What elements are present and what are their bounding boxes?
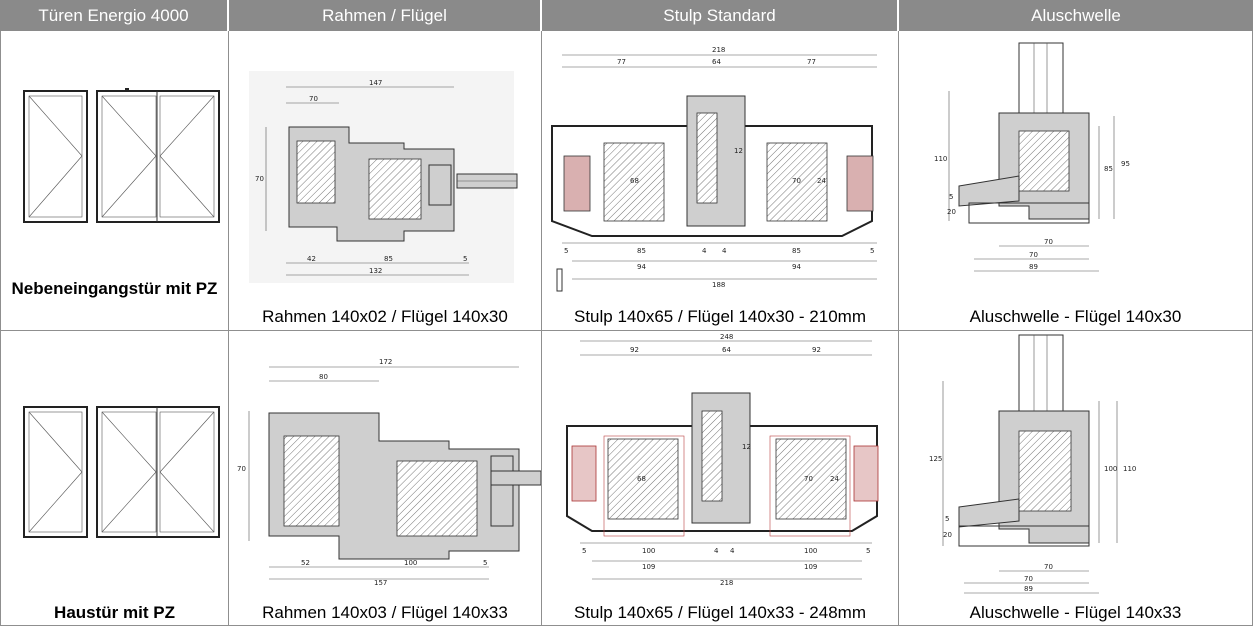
row1-threshold-cell: 110 85 95 5 20 70 70 89 Aluschwelle - Fl… (899, 31, 1253, 331)
stulp-section-drawing: 218 77 64 77 68 70 24 12 5 85 4 4 85 5 (551, 46, 877, 292)
stulp-caption: Stulp 140x65 / Flügel 140x30 - 210mm (573, 307, 866, 326)
svg-text:70: 70 (804, 475, 813, 483)
svg-text:5: 5 (463, 255, 467, 263)
svg-text:20: 20 (947, 208, 956, 216)
frame-caption: Rahmen 140x03 / Flügel 140x33 (262, 603, 508, 622)
svg-text:4: 4 (730, 547, 735, 555)
svg-text:94: 94 (792, 263, 801, 271)
header-stulp: Stulp Standard (542, 0, 899, 31)
door-label-main-entrance: Haustür mit PZ (54, 603, 175, 622)
svg-text:52: 52 (301, 559, 310, 567)
svg-text:89: 89 (1029, 263, 1038, 271)
svg-text:4: 4 (722, 247, 727, 255)
svg-text:70: 70 (1044, 238, 1053, 246)
svg-text:85: 85 (792, 247, 801, 255)
aluminium-threshold-drawing: 125 100 110 5 20 70 70 89 (929, 334, 1136, 594)
svg-text:92: 92 (630, 346, 639, 354)
svg-text:5: 5 (866, 547, 870, 555)
header-threshold: Aluschwelle (899, 0, 1253, 31)
door-elevation-single-double (23, 406, 220, 538)
svg-text:80: 80 (319, 373, 328, 381)
svg-text:85: 85 (637, 247, 646, 255)
frame-caption: Rahmen 140x02 / Flügel 140x30 (262, 307, 508, 326)
dim-total: 147 (369, 79, 382, 87)
aluminium-threshold-drawing: 110 85 95 5 20 70 70 89 (934, 42, 1130, 272)
frame-sash-section-drawing: 147 70 70 42 85 5 132 (249, 71, 518, 283)
door-label-side-entrance: Nebeneingangstür mit PZ (11, 279, 218, 298)
svg-text:4: 4 (702, 247, 707, 255)
row2-door-cell: Haustür mit PZ (0, 331, 229, 626)
svg-text:92: 92 (812, 346, 821, 354)
svg-text:5: 5 (945, 515, 949, 523)
svg-text:157: 157 (374, 579, 387, 587)
svg-text:64: 64 (722, 346, 731, 354)
row2-threshold-cell: 125 100 110 5 20 70 70 89 Aluschwelle - … (899, 331, 1253, 626)
header-doors: Türen Energio 4000 (0, 0, 229, 31)
svg-text:5: 5 (483, 559, 487, 567)
svg-text:100: 100 (804, 547, 817, 555)
svg-text:172: 172 (379, 358, 392, 366)
row1-stulp-cell: 218 77 64 77 68 70 24 12 5 85 4 4 85 5 (542, 31, 899, 331)
svg-text:24: 24 (830, 475, 839, 483)
svg-text:89: 89 (1024, 585, 1033, 593)
row1-door-cell: Nebeneingangstür mit PZ (0, 31, 229, 331)
svg-text:24: 24 (817, 177, 826, 185)
svg-text:85: 85 (1104, 165, 1113, 173)
svg-text:12: 12 (742, 443, 751, 451)
svg-text:5: 5 (564, 247, 568, 255)
svg-text:68: 68 (637, 475, 646, 483)
svg-text:77: 77 (807, 58, 816, 66)
svg-text:125: 125 (929, 455, 942, 463)
svg-text:70: 70 (1044, 563, 1053, 571)
svg-text:218: 218 (712, 46, 725, 54)
svg-text:12: 12 (734, 147, 743, 155)
svg-text:109: 109 (642, 563, 655, 571)
row1-frame-cell: 147 70 70 42 85 5 132 Rahmen 140x02 / Fl… (229, 31, 542, 331)
svg-text:42: 42 (307, 255, 316, 263)
svg-text:70: 70 (237, 465, 246, 473)
threshold-caption: Aluschwelle - Flügel 140x30 (969, 307, 1182, 326)
svg-text:218: 218 (720, 579, 733, 587)
svg-text:94: 94 (637, 263, 646, 271)
svg-text:109: 109 (804, 563, 817, 571)
svg-text:70: 70 (792, 177, 801, 185)
svg-text:110: 110 (934, 155, 947, 163)
svg-text:95: 95 (1121, 160, 1130, 168)
svg-text:5: 5 (582, 547, 586, 555)
header-frame: Rahmen / Flügel (229, 0, 542, 31)
svg-text:100: 100 (642, 547, 655, 555)
svg-text:248: 248 (720, 333, 733, 341)
svg-text:70: 70 (1029, 251, 1038, 259)
row2-stulp-cell: 248 92 64 92 68 70 24 12 5 100 4 4 100 5 (542, 331, 899, 626)
svg-text:64: 64 (712, 58, 721, 66)
svg-text:85: 85 (384, 255, 393, 263)
svg-text:5: 5 (949, 193, 953, 201)
svg-text:70: 70 (1024, 575, 1033, 583)
stulp-caption: Stulp 140x65 / Flügel 140x33 - 248mm (573, 603, 866, 622)
svg-text:132: 132 (369, 267, 382, 275)
stulp-section-drawing: 248 92 64 92 68 70 24 12 5 100 4 4 100 5 (566, 333, 879, 587)
svg-text:4: 4 (714, 547, 719, 555)
svg-text:100: 100 (1104, 465, 1117, 473)
svg-text:5: 5 (870, 247, 874, 255)
svg-text:77: 77 (617, 58, 626, 66)
svg-text:20: 20 (943, 531, 952, 539)
svg-text:100: 100 (404, 559, 417, 567)
frame-sash-section-drawing: 172 80 70 52 100 5 157 (237, 358, 541, 587)
svg-text:188: 188 (712, 281, 725, 289)
svg-text:68: 68 (630, 177, 639, 185)
svg-text:70: 70 (309, 95, 318, 103)
svg-text:70: 70 (255, 175, 264, 183)
door-elevation-single-double (23, 88, 220, 223)
svg-text:110: 110 (1123, 465, 1136, 473)
row2-frame-cell: 172 80 70 52 100 5 157 Rahmen 140x03 / F… (229, 331, 542, 626)
threshold-caption: Aluschwelle - Flügel 140x33 (969, 603, 1182, 622)
